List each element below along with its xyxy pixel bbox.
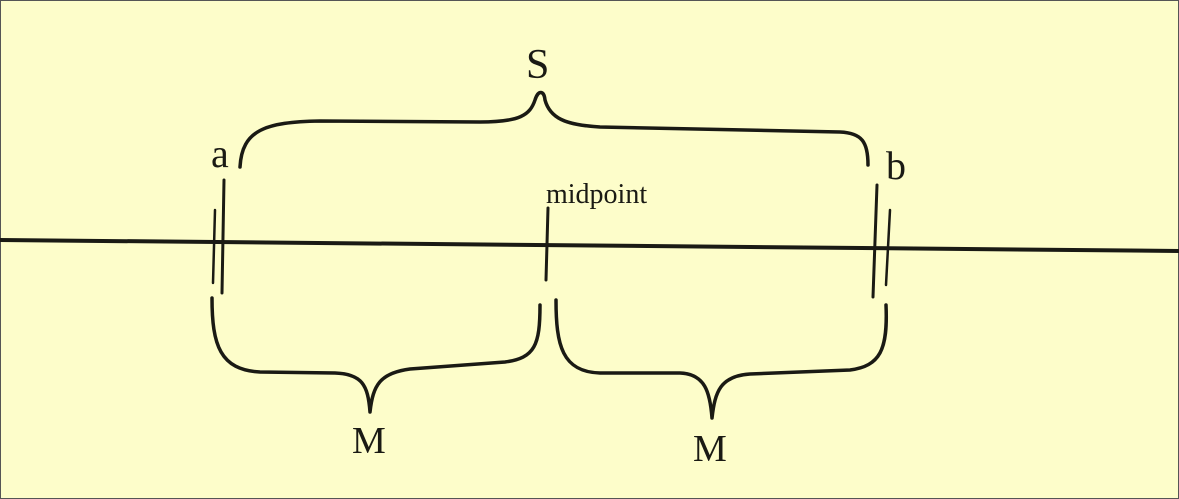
- brace-left-M: [210, 296, 542, 414]
- brace-top-S: [238, 90, 870, 169]
- tick-b-2: [884, 208, 892, 287]
- tick-midpoint: [544, 206, 550, 282]
- brace-right-M: [554, 298, 889, 420]
- label-midpoint: midpoint: [546, 179, 648, 210]
- label-a: a: [211, 131, 229, 176]
- tick-a-1: [220, 178, 226, 295]
- number-line: [0, 238, 1179, 253]
- tick-b-1: [871, 183, 879, 299]
- label-right-M: M: [693, 428, 727, 470]
- tick-a-2: [211, 208, 217, 285]
- label-left-M: M: [352, 420, 386, 462]
- label-sum-S: S: [526, 42, 550, 88]
- label-b: b: [886, 143, 906, 188]
